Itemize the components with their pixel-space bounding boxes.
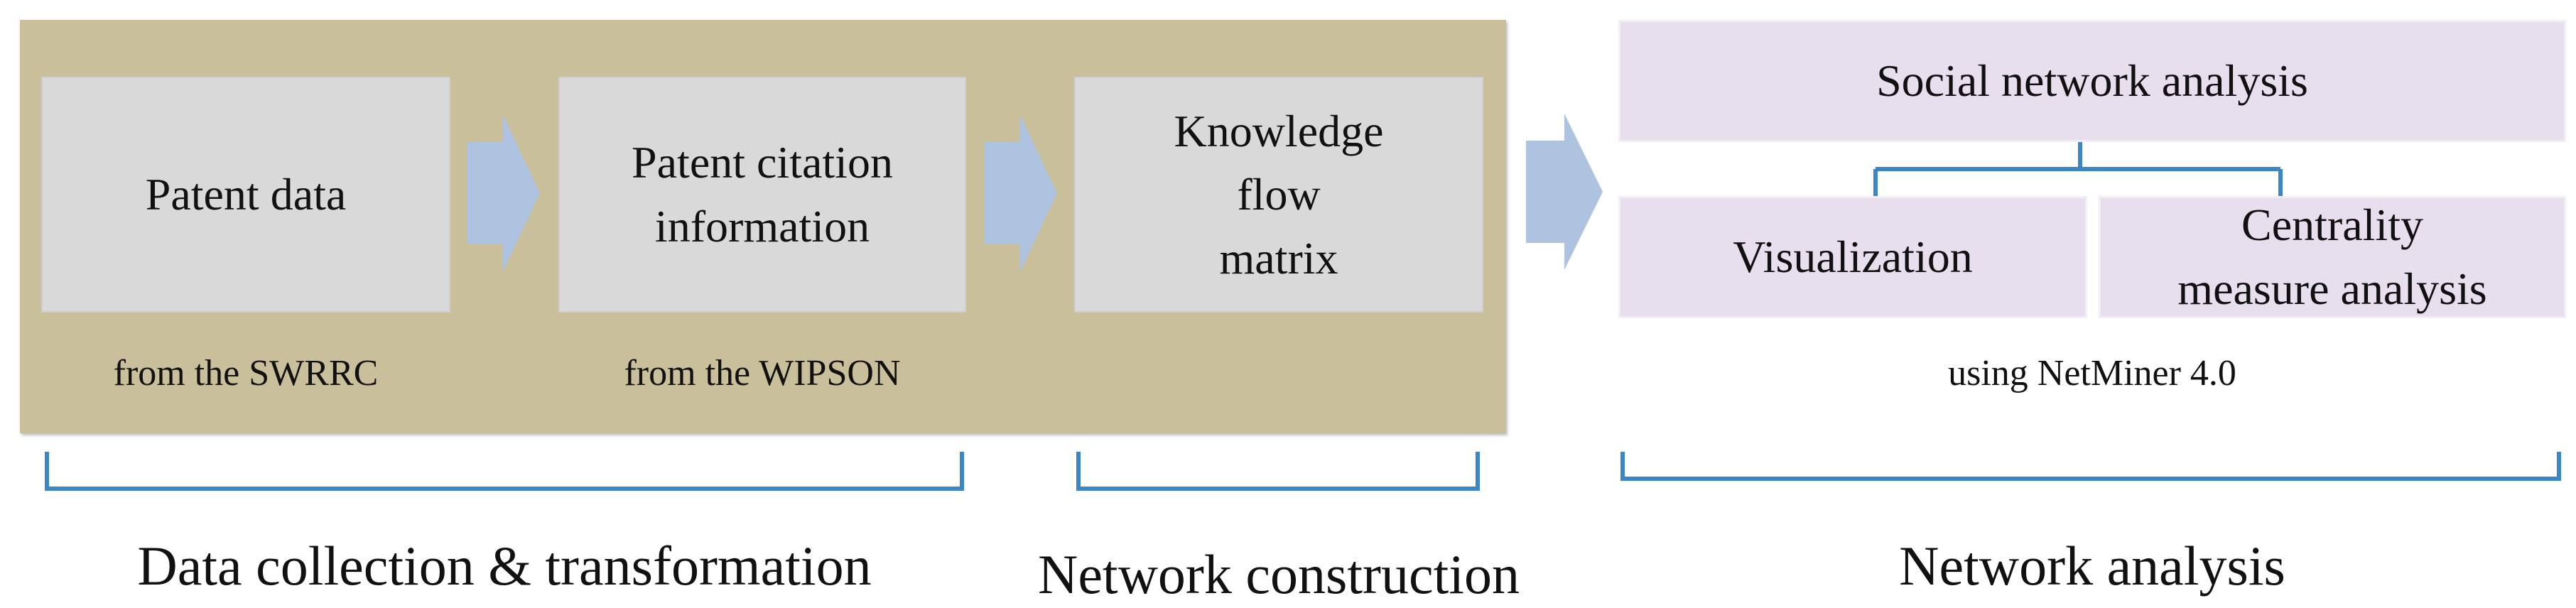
arrow-icon [985,115,1057,271]
analysis-bracket [1620,452,2561,481]
knowledge-flow-matrix-label: Knowledge flow matrix [1174,105,1384,283]
network-construction-phase-label: Network construction [1037,543,1520,605]
patent-citation-box: Patent citation information [558,77,966,313]
patent-data-label: Patent data [145,169,347,220]
knowledge-flow-matrix-box: Knowledge flow matrix [1074,77,1483,313]
wipson-source-caption: from the WIPSON [624,353,901,393]
visualization-label: Visualization [1733,232,1973,283]
tree-connector [1873,142,2283,196]
social-network-analysis-label: Social network analysis [1876,55,2308,107]
construction-bracket [1076,452,1480,491]
arrow-icon [467,115,540,271]
centrality-analysis-box: Centrality measure analysis [2099,196,2566,318]
swrrc-source-caption: from the SWRRC [113,353,379,393]
patent-data-box: Patent data [41,77,450,313]
visualization-box: Visualization [1618,196,2087,318]
data-collection-phase-label: Data collection & transformation [137,535,872,597]
netminer-tool-caption: using NetMiner 4.0 [1948,353,2236,393]
social-network-analysis-box: Social network analysis [1618,20,2566,142]
arrow-icon [1526,114,1603,270]
patent-citation-label: Patent citation information [632,137,893,251]
network-analysis-phase-label: Network analysis [1899,535,2285,597]
collection-bracket [45,452,964,491]
centrality-analysis-label: Centrality measure analysis [2177,200,2487,314]
